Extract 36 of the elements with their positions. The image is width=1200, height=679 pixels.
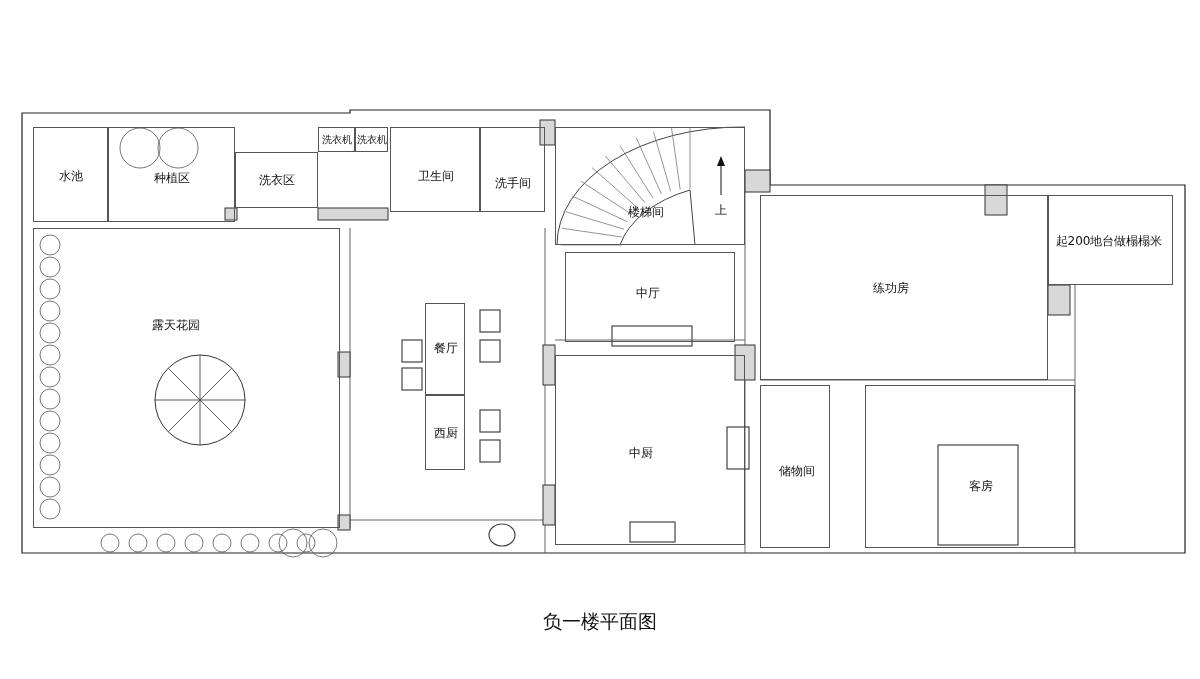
room bbox=[760, 385, 830, 548]
room bbox=[555, 355, 745, 545]
room-label: 西厨 bbox=[434, 424, 458, 442]
room bbox=[108, 127, 235, 222]
room bbox=[565, 252, 735, 342]
plan-title: 负一楼平面图 bbox=[543, 609, 657, 634]
room-label: 练功房 bbox=[873, 279, 909, 297]
washing-machine bbox=[355, 127, 388, 152]
room bbox=[390, 127, 480, 212]
room-label: 客房 bbox=[969, 477, 993, 495]
room-label: 洗衣机 bbox=[322, 133, 352, 147]
room-label: 洗衣机 bbox=[357, 133, 387, 147]
room bbox=[1048, 195, 1173, 285]
stair-direction-label: 上 bbox=[715, 201, 727, 219]
room bbox=[235, 152, 318, 208]
room bbox=[33, 127, 108, 222]
room bbox=[33, 228, 340, 528]
room-label: 楼梯间 bbox=[628, 203, 664, 221]
room-label: 卫生间 bbox=[418, 167, 454, 185]
room bbox=[760, 195, 1048, 380]
room-label: 洗衣区 bbox=[259, 171, 295, 189]
dining-table bbox=[425, 303, 465, 395]
room bbox=[555, 127, 745, 245]
room-label: 储物间 bbox=[779, 462, 815, 480]
dining-table bbox=[425, 395, 465, 470]
room-label: 种植区 bbox=[154, 169, 190, 187]
room-label: 餐厅 bbox=[434, 339, 458, 357]
room-label: 洗手间 bbox=[495, 174, 531, 192]
room bbox=[865, 385, 1075, 548]
room-label: 起200地台做榻榻米 bbox=[1055, 232, 1163, 250]
room bbox=[480, 127, 545, 212]
room-label: 水池 bbox=[59, 167, 83, 185]
room-label: 中厨 bbox=[629, 444, 653, 462]
room-label: 露天花园 bbox=[152, 316, 200, 334]
washing-machine bbox=[318, 127, 355, 152]
room-label: 中厅 bbox=[636, 284, 660, 302]
